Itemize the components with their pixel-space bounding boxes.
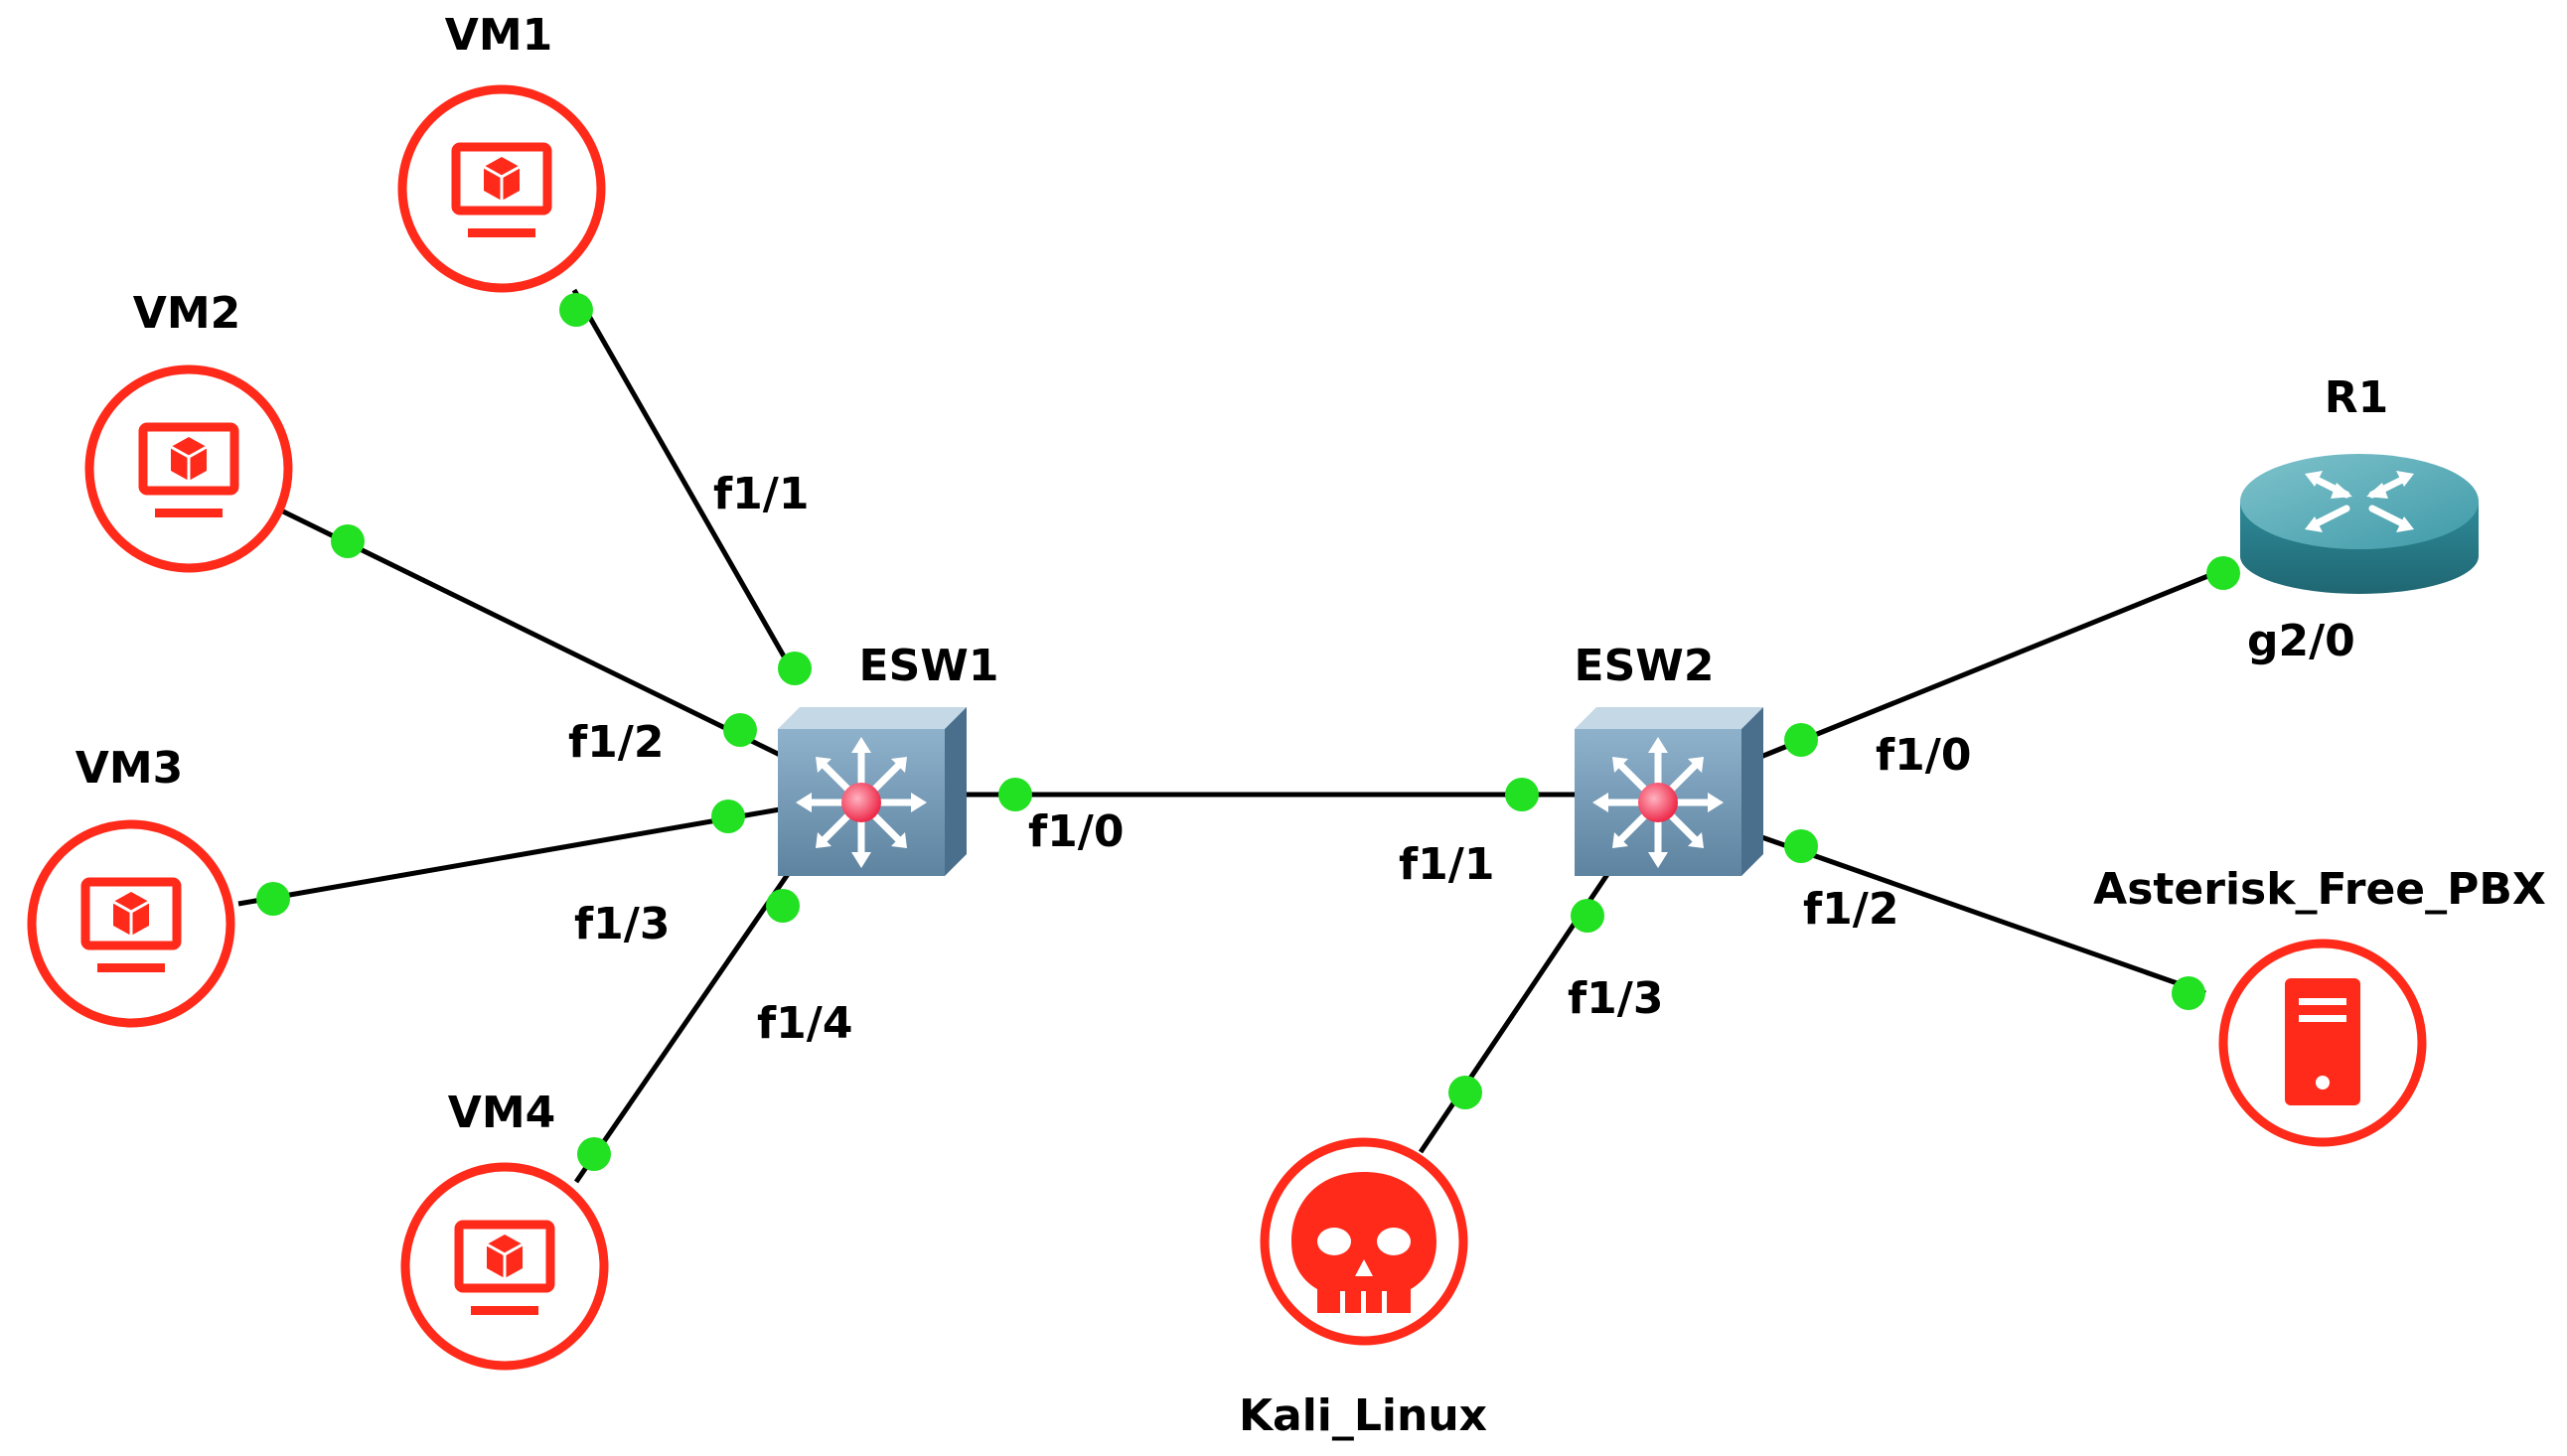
port-label: f1/3: [574, 899, 670, 949]
device-vm3[interactable]: VM3: [32, 743, 230, 1023]
endpoint-dot: [766, 889, 800, 923]
device-asterisk-pbx[interactable]: Asterisk_Free_PBX: [2093, 864, 2546, 1147]
device-label: Kali_Linux: [1239, 1390, 1487, 1441]
endpoint-dot: [723, 713, 757, 747]
device-label: Asterisk_Free_PBX: [2093, 864, 2546, 915]
device-label: VM2: [133, 288, 240, 339]
server-icon: [2218, 939, 2427, 1147]
endpoint-dot: [577, 1137, 611, 1171]
endpoint-dot: [711, 800, 745, 833]
links-layer: [237, 288, 2221, 1184]
port-label: f1/2: [568, 717, 664, 768]
virtual-machine-icon: [89, 369, 288, 568]
skull-icon: [1260, 1137, 1468, 1346]
multilayer-switch-icon: [778, 707, 967, 876]
link-esw2-pbx[interactable]: [1752, 831, 2206, 996]
device-label: VM4: [448, 1088, 555, 1138]
endpoint-dot: [2206, 556, 2240, 590]
device-label: ESW1: [859, 641, 999, 691]
port-label: f1/1: [1399, 839, 1494, 890]
endpoint-dot: [1784, 723, 1818, 757]
device-vm4[interactable]: VM4: [405, 1088, 604, 1366]
port-label: f1/0: [1028, 806, 1124, 857]
port-labels: f1/1 f1/2 f1/3 f1/4 f1/0 f1/1 f1/0 g2/0 …: [568, 469, 2355, 1049]
endpoint-dot: [1571, 899, 1604, 933]
port-label: g2/0: [2247, 616, 2355, 666]
device-label: R1: [2325, 372, 2389, 423]
virtual-machine-icon: [402, 89, 601, 288]
port-label: f1/0: [1876, 730, 1971, 781]
port-label: f1/1: [713, 469, 809, 519]
multilayer-switch-icon: [1575, 707, 1763, 876]
virtual-machine-icon: [32, 824, 230, 1023]
device-esw2[interactable]: ESW2: [1575, 641, 1763, 876]
link-vm3-esw1[interactable]: [237, 806, 781, 907]
endpoints-layer: [256, 293, 2240, 1171]
device-vm2[interactable]: VM2: [89, 288, 288, 568]
link-esw2-r1[interactable]: [1752, 568, 2221, 763]
device-vm1[interactable]: VM1: [402, 10, 601, 288]
device-label: VM3: [76, 743, 183, 794]
port-label: f1/4: [757, 998, 852, 1049]
device-label: ESW2: [1575, 641, 1715, 691]
endpoint-dot: [778, 652, 812, 685]
endpoint-dot: [559, 293, 593, 327]
device-esw1[interactable]: ESW1: [778, 641, 998, 876]
endpoint-dot: [1784, 829, 1818, 863]
device-label: VM1: [445, 10, 552, 61]
endpoint-dot: [2172, 976, 2205, 1010]
link-vm1-esw1[interactable]: [571, 288, 798, 677]
port-label: f1/2: [1803, 884, 1898, 935]
device-r1[interactable]: R1: [2240, 372, 2479, 594]
link-vm4-esw1[interactable]: [573, 862, 798, 1184]
endpoint-dot: [331, 524, 365, 558]
device-kali-linux[interactable]: Kali_Linux: [1239, 1137, 1487, 1441]
endpoint-dot: [256, 882, 290, 916]
endpoint-dot: [1448, 1076, 1482, 1109]
virtual-machine-icon: [405, 1167, 604, 1366]
port-label: f1/3: [1568, 973, 1663, 1024]
endpoint-dot: [998, 778, 1032, 811]
router-icon: [2240, 454, 2479, 594]
link-vm2-esw1[interactable]: [281, 509, 782, 758]
endpoint-dot: [1505, 778, 1539, 811]
